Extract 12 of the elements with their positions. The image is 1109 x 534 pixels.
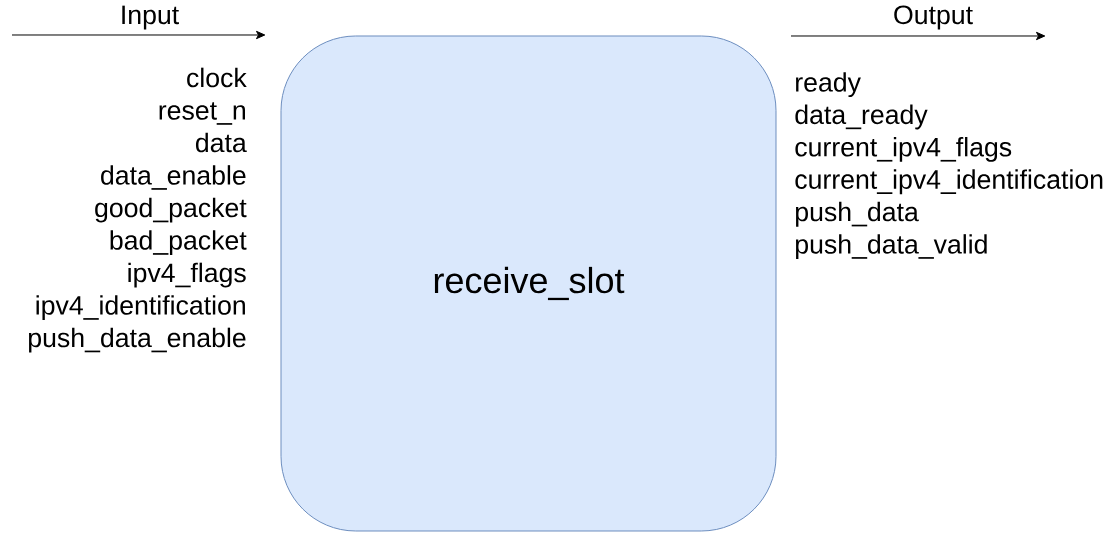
signal-name: reset_n (159, 102, 245, 125)
signal-name: clock (187, 67, 247, 88)
heading: Output (894, 5, 973, 30)
signal-name: good_packet (95, 197, 247, 223)
signal-name: bad_packet (110, 230, 247, 256)
heading: Input (122, 5, 179, 30)
signal-name: push_data_enable (29, 327, 246, 353)
signal-name: ipv4_flags (128, 262, 246, 288)
signal-name: data (195, 132, 247, 153)
signal-name: ipv4_identification (36, 295, 245, 321)
signal-name: data_enable (101, 165, 246, 190)
module-box: receive_slot (280, 35, 777, 532)
